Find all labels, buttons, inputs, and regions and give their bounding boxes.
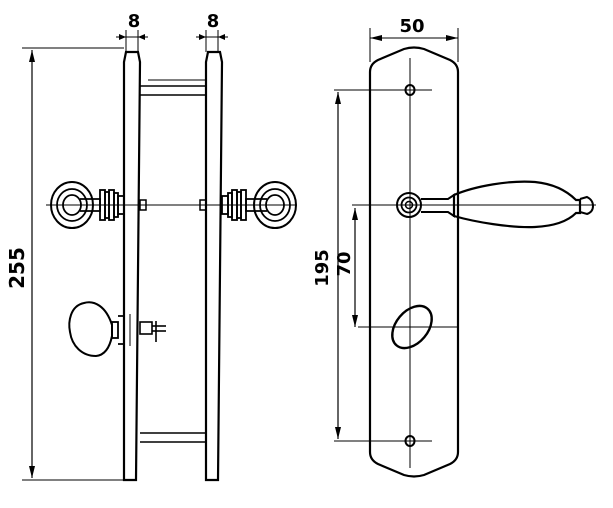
dimension-50: 50 [369,16,459,62]
right-rosette [253,181,297,229]
keyhole [358,304,458,350]
left-plate [122,50,142,482]
dimension-255-label: 255 [5,247,29,289]
dimension-8-right-label: 8 [207,11,220,32]
thumb-turn-knob [68,301,166,358]
dimension-70-label: 70 [334,251,355,276]
left-rosette [50,181,94,229]
left-handle-neck [80,189,147,221]
dimension-50-label: 50 [399,16,424,37]
lever-handle [421,180,595,229]
dimension-195-label: 195 [312,249,333,287]
dimension-255: 255 [5,47,124,481]
front-back-plate [368,46,460,478]
door-thickness-top [140,79,206,96]
door-thickness-bottom [140,432,206,443]
right-handle-neck [199,189,267,221]
right-plate [204,50,224,482]
dimension-8-left: 8 [116,11,148,52]
dimension-8-right: 8 [196,11,228,52]
front-view: 50 195 70 [312,16,596,478]
dimension-70: 70 [334,208,358,327]
dimension-195: 195 [312,92,341,439]
dimension-8-left-label: 8 [128,11,141,32]
bottom-fixing-hole [334,435,432,447]
side-view: 255 8 8 [5,11,297,482]
top-fixing-hole [334,84,432,96]
